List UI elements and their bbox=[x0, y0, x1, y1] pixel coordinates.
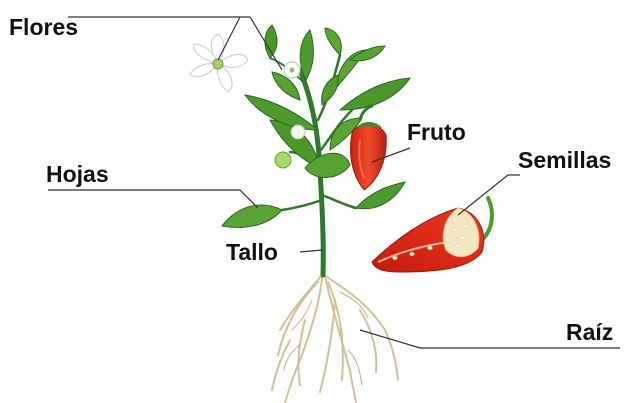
label-semillas: Semillas bbox=[518, 149, 611, 172]
label-fruto: Fruto bbox=[407, 121, 466, 144]
leader-hojas bbox=[48, 190, 258, 208]
cut-pepper-icon bbox=[372, 198, 492, 272]
label-flores: Flores bbox=[9, 16, 78, 39]
leader-flores bbox=[68, 17, 282, 70]
flower-icon bbox=[190, 34, 248, 92]
roots bbox=[272, 272, 398, 403]
label-tallo: Tallo bbox=[226, 241, 278, 264]
leader-semillas bbox=[458, 175, 520, 215]
label-hojas: Hojas bbox=[46, 163, 109, 186]
leader-tallo bbox=[300, 250, 322, 252]
label-raiz: Raíz bbox=[566, 321, 613, 344]
